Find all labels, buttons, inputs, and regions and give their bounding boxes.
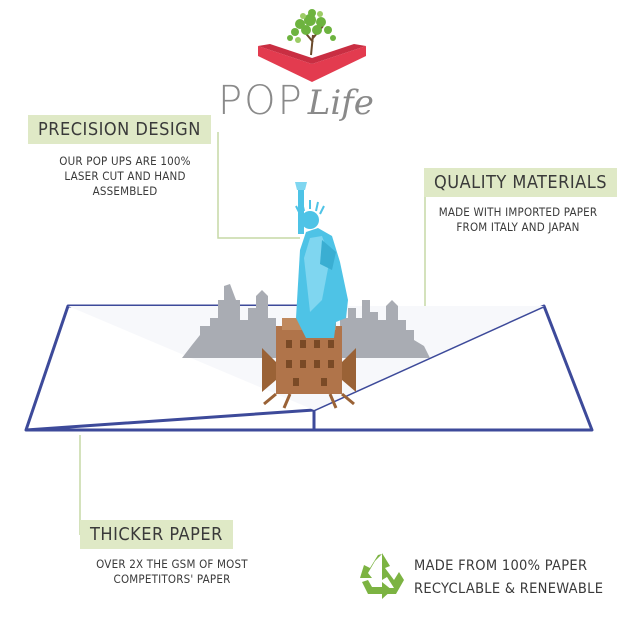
precision-design-description: OUR POP UPS ARE 100% LASER CUT AND HAND … <box>28 154 222 199</box>
recycle-line-1: MADE FROM 100% PAPER <box>414 558 588 574</box>
thicker-line-2: COMPETITORS' PAPER <box>113 572 231 586</box>
statue-base <box>262 318 356 409</box>
city-skyline <box>182 284 430 358</box>
brand-pop: POP <box>218 78 304 124</box>
quality-line-2: FROM ITALY AND JAPAN <box>456 220 580 234</box>
recycle-icon <box>360 553 404 599</box>
precision-line-1: OUR POP UPS ARE 100% <box>59 154 191 168</box>
precision-connector <box>217 132 300 239</box>
thicker-line-1: OVER 2X THE GSM OF MOST <box>96 557 248 571</box>
quality-line-1: MADE WITH IMPORTED PAPER <box>438 205 598 219</box>
brand-wordmark: POP Life <box>218 78 418 124</box>
brand-life: Life <box>307 83 374 123</box>
precision-line-2: LASER CUT AND HAND <box>64 169 186 183</box>
precision-design-title: PRECISION DESIGN <box>28 115 211 144</box>
quality-materials-title: QUALITY MATERIALS <box>424 168 618 197</box>
thicker-paper-title: THICKER PAPER <box>80 520 233 549</box>
precision-line-3: ASSEMBLED <box>92 184 158 198</box>
recycle-statement: MADE FROM 100% PAPER RECYCLABLE & RENEWA… <box>414 555 603 601</box>
thicker-paper-description: OVER 2X THE GSM OF MOST COMPETITORS' PAP… <box>80 557 264 587</box>
recycle-line-2: RECYCLABLE & RENEWABLE <box>414 581 604 597</box>
statue-figure <box>295 182 348 338</box>
popup-card <box>24 304 594 432</box>
quality-materials-description: MADE WITH IMPORTED PAPER FROM ITALY AND … <box>424 205 612 235</box>
